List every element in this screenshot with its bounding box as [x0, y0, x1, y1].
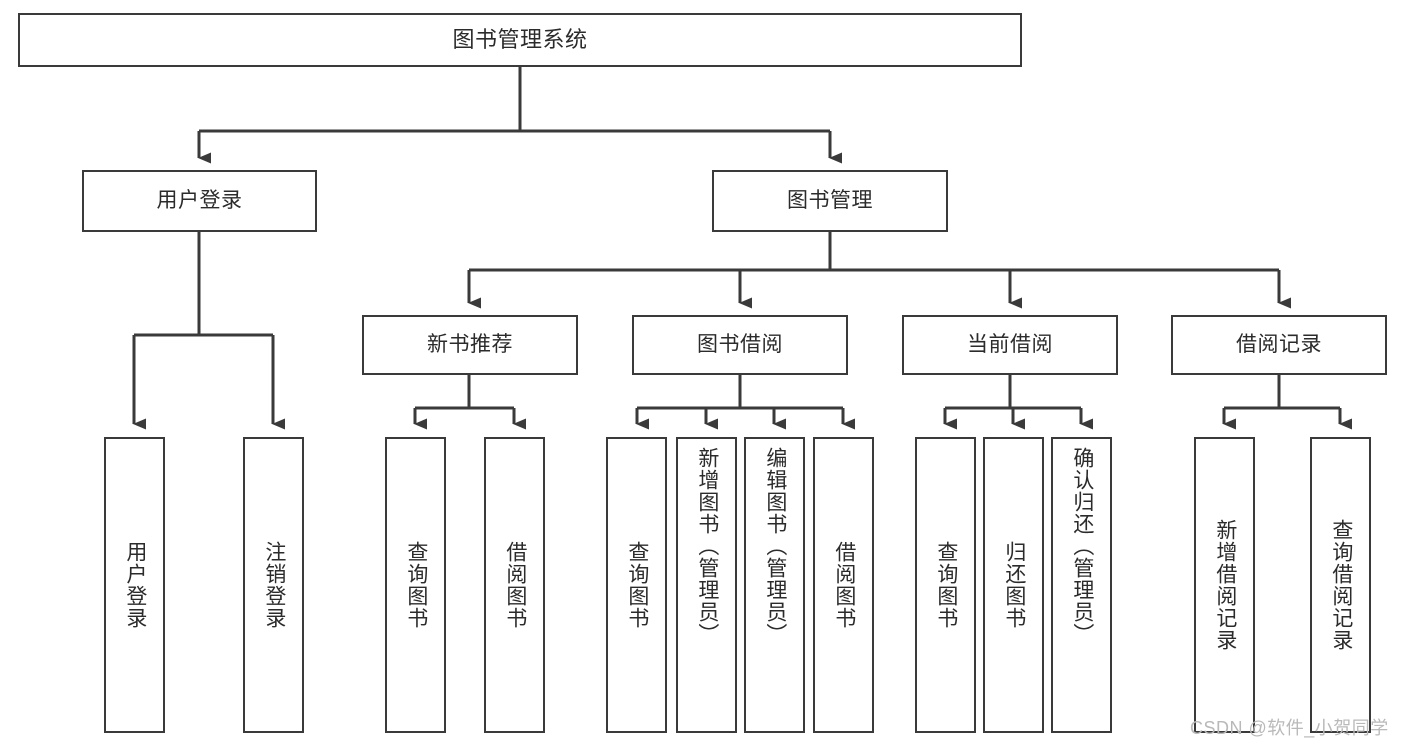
node-root-label: 图书管理系统: [452, 26, 588, 52]
leaf-text-wrap: 借阅图书: [815, 439, 872, 731]
node-book-manage[interactable]: 图书管理: [712, 170, 948, 232]
leaf-borrow-record-1[interactable]: 查询借阅记录: [1310, 437, 1371, 733]
leaf-new-book-rec-0[interactable]: 查询图书: [385, 437, 446, 733]
node-borrow-record[interactable]: 借阅记录: [1171, 315, 1387, 375]
leaf-book-borrow-2[interactable]: 编辑图书（管理员）: [744, 437, 805, 733]
leaf-book-borrow-3[interactable]: 借阅图书: [813, 437, 874, 733]
leaf-new-book-rec-0-label: 查询图书: [404, 541, 428, 629]
leaf-text-wrap: 查询借阅记录: [1312, 439, 1369, 731]
node-current-borrow-label: 当前借阅: [967, 333, 1053, 357]
leaf-new-book-rec-1-label: 借阅图书: [503, 541, 527, 629]
leaf-text-wrap: 注销登录: [245, 439, 302, 731]
node-user-login[interactable]: 用户登录: [82, 170, 317, 232]
leaf-book-borrow-0[interactable]: 查询图书: [606, 437, 667, 733]
leaf-current-borrow-0-label: 查询图书: [934, 541, 958, 629]
leaf-current-borrow-0[interactable]: 查询图书: [915, 437, 976, 733]
leaf-user-login-0[interactable]: 用户登录: [104, 437, 165, 733]
node-book-borrow-label: 图书借阅: [697, 333, 783, 357]
node-user-login-label: 用户登录: [156, 189, 243, 213]
leaf-book-borrow-2-label: 编辑图书（管理员）: [763, 447, 787, 645]
leaf-user-login-0-label: 用户登录: [123, 541, 147, 629]
leaf-text-wrap: 新增图书（管理员）: [678, 439, 735, 731]
leaf-current-borrow-1-label: 归还图书: [1002, 541, 1026, 629]
node-new-book-rec-label: 新书推荐: [427, 333, 513, 357]
node-borrow-record-label: 借阅记录: [1236, 333, 1322, 357]
node-current-borrow[interactable]: 当前借阅: [902, 315, 1118, 375]
leaf-text-wrap: 编辑图书（管理员）: [746, 439, 803, 731]
leaf-user-login-1[interactable]: 注销登录: [243, 437, 304, 733]
leaf-current-borrow-2-label: 确认归还（管理员）: [1070, 447, 1094, 645]
node-root[interactable]: 图书管理系统: [18, 13, 1022, 67]
leaf-book-borrow-0-label: 查询图书: [625, 541, 649, 629]
leaf-new-book-rec-1[interactable]: 借阅图书: [484, 437, 545, 733]
leaf-borrow-record-0-label: 新增借阅记录: [1213, 519, 1237, 651]
leaf-current-borrow-2[interactable]: 确认归还（管理员）: [1051, 437, 1112, 733]
node-book-manage-label: 图书管理: [787, 189, 873, 213]
leaf-text-wrap: 新增借阅记录: [1196, 439, 1253, 731]
leaf-text-wrap: 归还图书: [985, 439, 1042, 731]
leaf-book-borrow-3-label: 借阅图书: [832, 541, 856, 629]
leaf-text-wrap: 确认归还（管理员）: [1053, 439, 1110, 731]
leaf-user-login-1-label: 注销登录: [262, 541, 286, 629]
leaf-book-borrow-1-label: 新增图书（管理员）: [695, 447, 719, 645]
leaf-borrow-record-0[interactable]: 新增借阅记录: [1194, 437, 1255, 733]
leaf-current-borrow-1[interactable]: 归还图书: [983, 437, 1044, 733]
leaf-text-wrap: 查询图书: [917, 439, 974, 731]
leaf-text-wrap: 查询图书: [387, 439, 444, 731]
leaf-borrow-record-1-label: 查询借阅记录: [1329, 519, 1353, 651]
node-book-borrow[interactable]: 图书借阅: [632, 315, 848, 375]
node-new-book-rec[interactable]: 新书推荐: [362, 315, 578, 375]
leaf-text-wrap: 查询图书: [608, 439, 665, 731]
leaf-text-wrap: 借阅图书: [486, 439, 543, 731]
leaf-text-wrap: 用户登录: [106, 439, 163, 731]
leaf-book-borrow-1[interactable]: 新增图书（管理员）: [676, 437, 737, 733]
